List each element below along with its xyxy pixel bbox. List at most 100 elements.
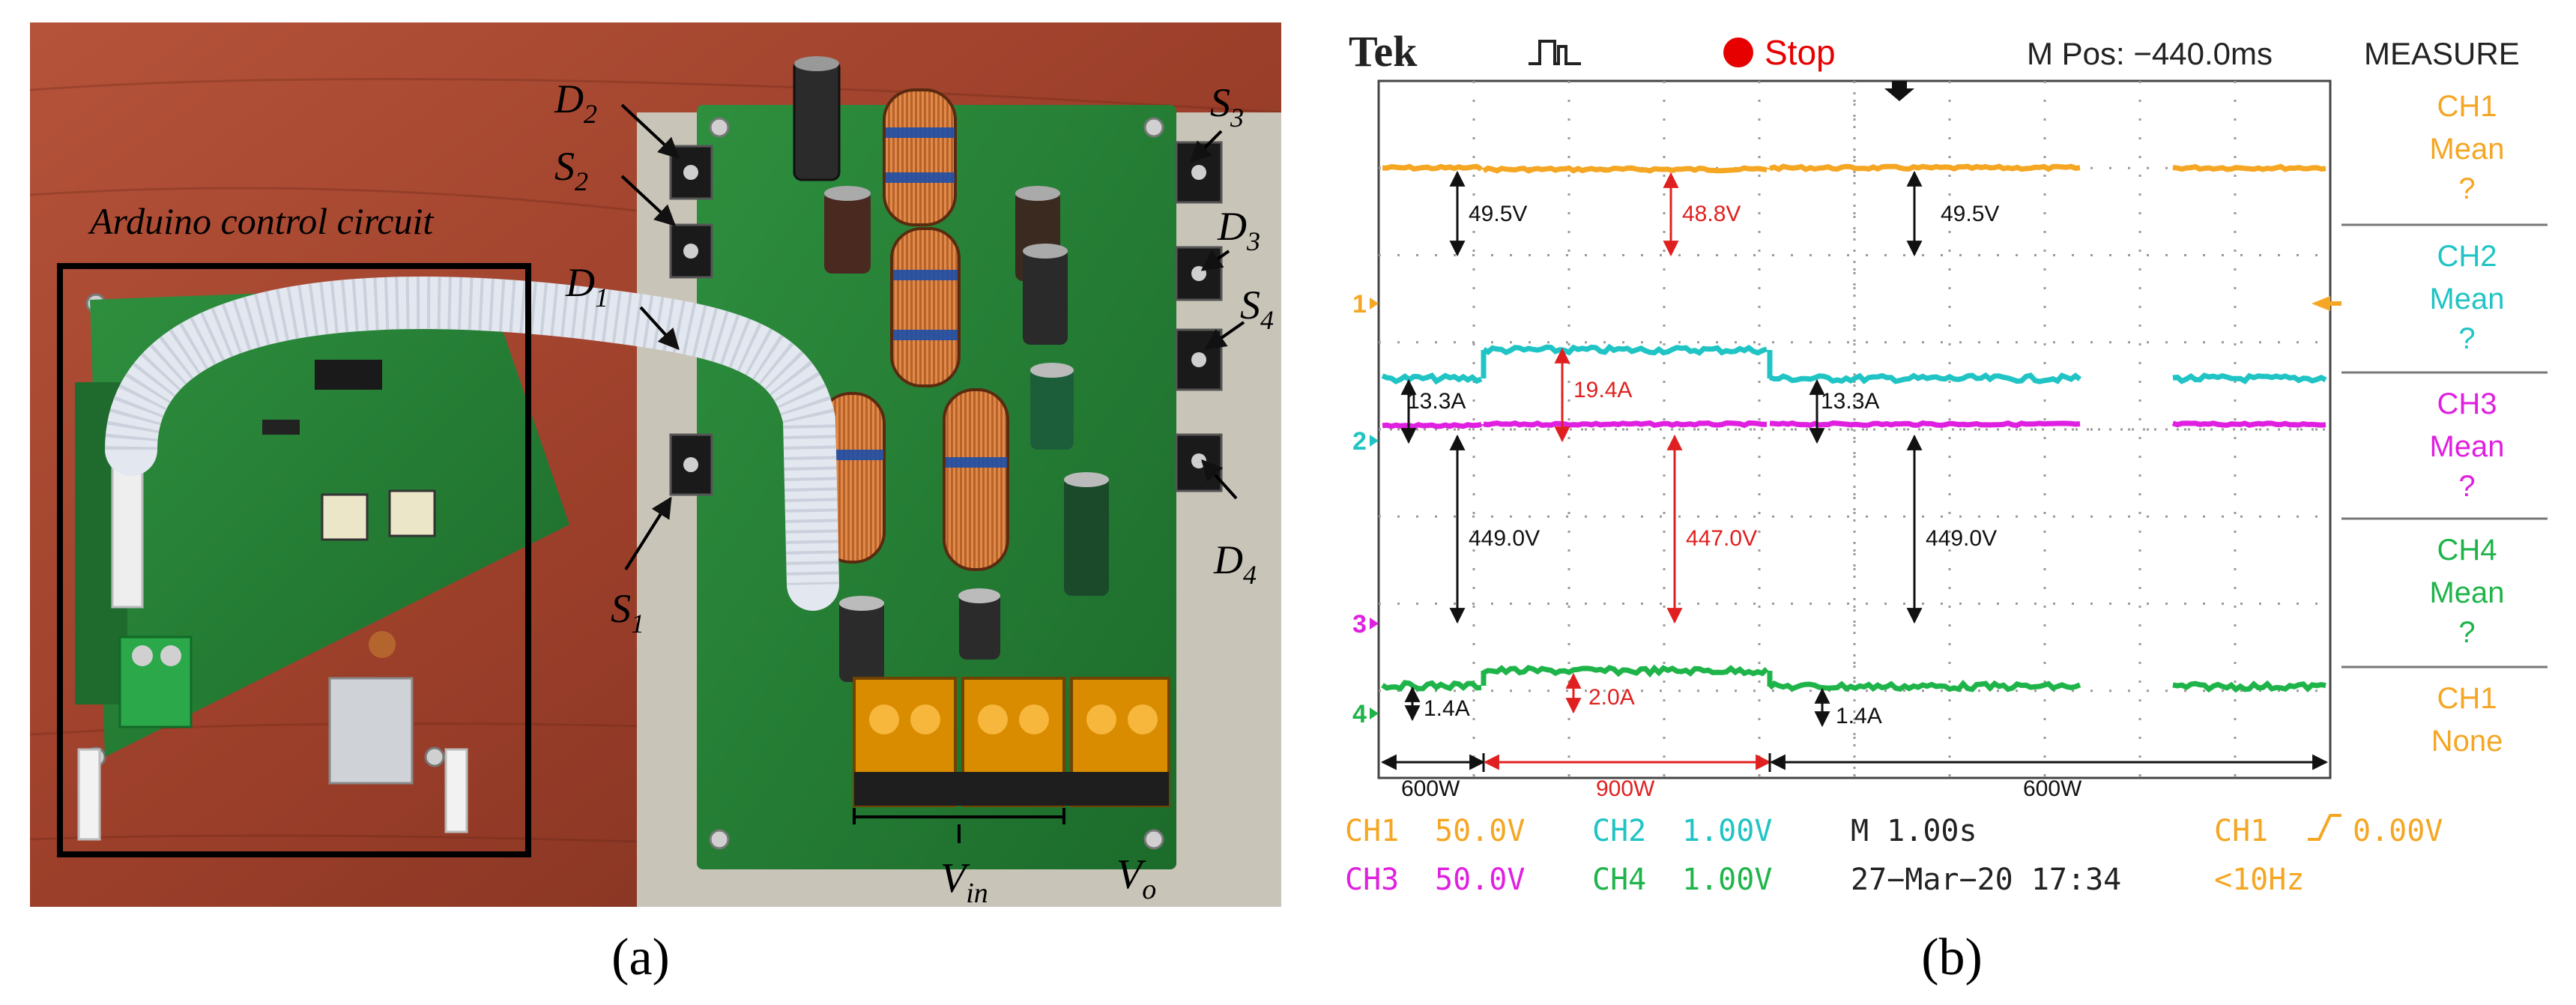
trace-ch4-seg1 (1482, 664, 1769, 678)
measure-ch: CH4 (2437, 534, 2497, 567)
trace-ch3-seg1 (1483, 420, 1768, 429)
svg-text:D3: D3 (1217, 204, 1260, 256)
annot-p-left: 600W (1401, 776, 1460, 801)
footer-trig-val: 0.00V (2353, 814, 2443, 848)
graticule-center (1379, 81, 2330, 778)
measure-value: ? (2458, 616, 2475, 649)
scope-mpos: M Pos: −440.0ms (2027, 36, 2273, 71)
measure-ch: CH1 (2437, 90, 2497, 123)
channel-marker-1: 1 (1352, 290, 1367, 319)
footer-ch3-val: 50.0V (1435, 863, 1525, 897)
measure-type: Mean (2429, 576, 2504, 609)
svg-text:D1: D1 (565, 260, 608, 313)
annot-p-mid: 900W (1596, 776, 1655, 801)
footer-trig-ch: CH1 (2214, 814, 2268, 848)
footer-ch1: CH1 (1345, 814, 1399, 848)
measure-title: MEASURE (2364, 36, 2520, 71)
label-S3: S3 (1190, 80, 1244, 163)
photo-panel: Arduino control circuit D2 S2 D1 S1 S3 (29, 22, 1282, 986)
trace-ch2-seg0 (1381, 372, 1483, 385)
footer-mtime: M 1.00s (1851, 814, 1977, 848)
annot-v-right: 49.5V (1941, 202, 1999, 226)
annot-vo-left: 449.0V (1469, 526, 1540, 551)
measure-value: ? (2458, 470, 2475, 503)
footer-ch4: CH4 (1592, 863, 1646, 897)
svg-text:S2: S2 (554, 144, 588, 196)
vin-bracket (853, 808, 1065, 843)
scope-footer: CH1 50.0V CH2 1.00V M 1.00s CH1 0.00V CH… (1345, 814, 2443, 897)
trace-ch3-seg0 (1382, 422, 1482, 429)
trace-ch4-seg0 (1381, 680, 1482, 692)
channel-marker-2: 2 (1352, 427, 1367, 456)
annot-v-left: 49.5V (1469, 202, 1527, 226)
label-S2: S2 (554, 144, 677, 226)
footer-date: 27−Mar−20 17:34 (1851, 863, 2121, 897)
measure-type: None (2431, 725, 2503, 758)
label-D2: D2 (554, 76, 680, 159)
standoffs (77, 748, 468, 841)
annot-v-mid: 48.8V (1682, 202, 1741, 226)
arduino-box (57, 263, 531, 857)
trace-ch1-seg1 (1482, 165, 1768, 174)
acquire-icon (1529, 40, 1581, 65)
measure-type: Mean (2429, 133, 2504, 166)
label-S4: S4 (1204, 283, 1274, 350)
trigger-position-icon (1884, 81, 1914, 101)
trace-ch4-seg2 (1768, 680, 2081, 692)
ribbon-cable-lines (105, 277, 839, 585)
annot-i-right: 13.3A (1821, 389, 1879, 414)
footer-ch2-val: 1.00V (1682, 814, 1772, 848)
annot-vo-right: 449.0V (1926, 526, 1997, 551)
trace-ch4-seg3 (2172, 680, 2326, 693)
annot-i-left: 13.3A (1407, 389, 1466, 414)
channel-marker-arrow (1370, 618, 1379, 630)
svg-text:S4: S4 (1240, 283, 1274, 335)
component-labels: D2 S2 D1 S1 S3 D3 (554, 76, 1274, 639)
label-D4: D4 (1201, 459, 1257, 590)
annot-i4-left: 1.4A (1424, 696, 1470, 721)
footer-ch2: CH2 (1592, 814, 1646, 848)
measure-type: Mean (2429, 283, 2504, 316)
trigger-slope-icon (2308, 814, 2341, 841)
annot-vo-mid: 447.0V (1686, 526, 1757, 551)
measure-ch: CH2 (2437, 240, 2497, 273)
caption-a: (a) (611, 929, 670, 986)
trace-ch1-seg3 (2172, 163, 2326, 172)
annot-i4-mid: 2.0A (1588, 685, 1635, 710)
scope-brand: Tek (1349, 27, 1418, 76)
inductors (819, 88, 1009, 571)
footer-ch4-val: 1.00V (1682, 863, 1772, 897)
trace-ch1-seg2 (1768, 163, 2081, 172)
channel-marker-4: 4 (1352, 700, 1367, 728)
trace-ch2-seg1 (1482, 343, 1768, 356)
annotations: 49.5V 48.8V 49.5V 13.3A 19.4A 13.3A 449.… (1380, 170, 2329, 801)
trace-ch1-seg0 (1382, 163, 1483, 172)
trace-ch2-seg3 (2172, 372, 2327, 384)
caption-b: (b) (1921, 929, 1983, 986)
measure-type: Mean (2429, 430, 2504, 463)
annot-i-mid: 19.4A (1573, 378, 1632, 402)
annot-i4-right: 1.4A (1836, 704, 1882, 728)
footer-freq: <10Hz (2214, 863, 2304, 897)
arduino-box-label: Arduino control circuit (88, 200, 434, 242)
graticule-grid (1379, 81, 2330, 778)
arduino-components (118, 360, 436, 785)
measure-value: ? (2458, 322, 2475, 355)
label-D1: D1 (565, 260, 680, 351)
channel-marker-arrow (1370, 707, 1379, 719)
channel-marker-arrow (1370, 435, 1379, 447)
svg-text:D4: D4 (1213, 537, 1257, 590)
svg-text:D2: D2 (554, 76, 597, 129)
footer-ch1-val: 50.0V (1435, 814, 1525, 848)
capacitors (793, 56, 1109, 682)
measure-value: ? (2458, 172, 2475, 205)
scope-status: Stop (1765, 33, 1836, 72)
